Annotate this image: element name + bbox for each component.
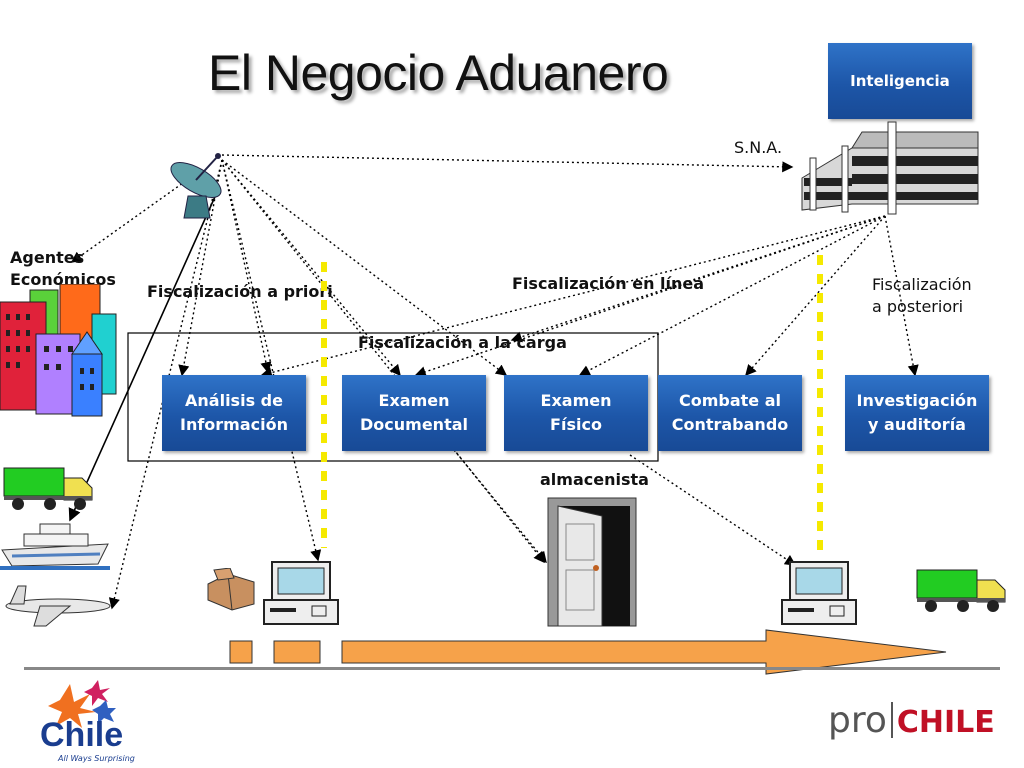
ship-icon <box>0 523 110 570</box>
page-title: El Negocio Aduanero <box>208 45 669 101</box>
link-sna-investigacion <box>884 215 919 377</box>
link-satellite-door <box>221 159 545 564</box>
link-sna-analisis <box>260 215 886 379</box>
chile-logo: Chile All Ways Surprising <box>30 680 135 768</box>
link-satellite-fisico <box>221 159 508 376</box>
chile-logo-text: Chile <box>40 716 124 754</box>
computer-icon <box>781 561 857 625</box>
building-icon <box>801 121 979 215</box>
door-icon <box>547 497 637 627</box>
fiscalizacion-linea-label: Fiscalización en línea <box>512 274 705 293</box>
flujo-fisico-label: Flujo físico <box>498 640 599 662</box>
inteligencia-box: Inteligencia <box>828 43 972 119</box>
link-satellite-computer <box>221 159 322 562</box>
truck-icon <box>916 569 1006 612</box>
link-sna-carga <box>510 215 886 343</box>
computer-icon <box>263 561 339 625</box>
inteligencia-label: Inteligencia <box>850 72 950 90</box>
truck-icon <box>3 467 93 510</box>
link-sna-contrabando <box>745 215 886 377</box>
satellite-dish-icon <box>170 153 222 219</box>
airplane-icon <box>5 585 111 627</box>
link-fisico-computer <box>629 454 797 566</box>
boxes-icon <box>207 568 255 611</box>
link-satellite-documental <box>221 159 401 377</box>
divider-priori <box>321 262 327 548</box>
link-satellite-analisis <box>221 159 272 374</box>
sna-label: S.N.A. <box>734 138 783 157</box>
flujo-fisico-arrow <box>229 629 947 675</box>
link-documental-door <box>453 449 547 564</box>
divider-posteriori <box>817 255 823 555</box>
footer-rule <box>24 667 1000 670</box>
fiscalizacion-posteriori-label: Fiscalización a posteriori <box>872 275 972 316</box>
link-sna-fisico <box>578 215 886 376</box>
chile-logo-tagline: All Ways Surprising <box>58 754 135 763</box>
link-satellite-agentes <box>70 177 191 263</box>
link-satellite-truck <box>68 189 219 522</box>
link-satellite-sna <box>221 154 794 173</box>
almacenista-label: almacenista <box>540 470 649 489</box>
city-buildings-icon <box>0 284 117 417</box>
fiscalizacion-priori-label: Fiscalización a priori <box>147 282 333 301</box>
fiscalizacion-carga-label: Fiscalización a la carga <box>358 333 567 352</box>
